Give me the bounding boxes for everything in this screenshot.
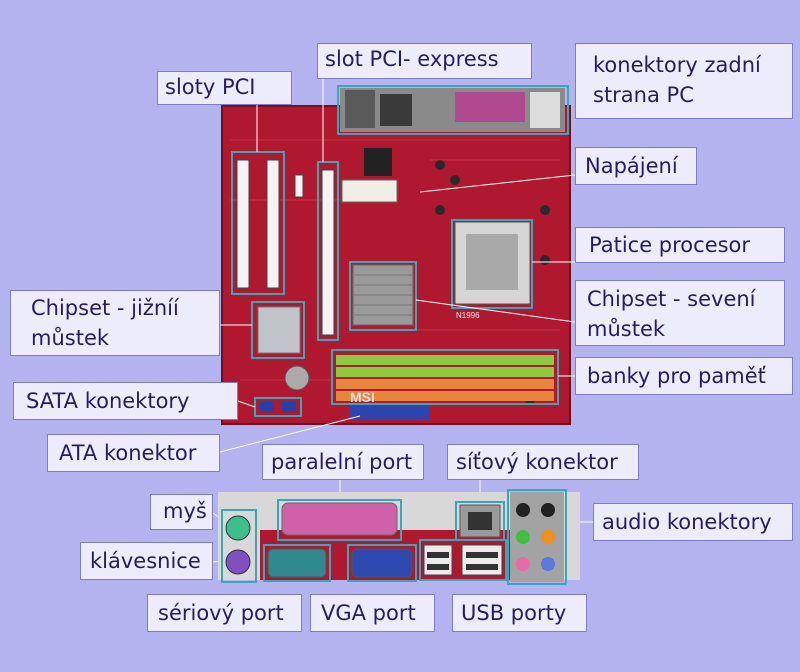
label-sloty-pci: sloty PCI [157,71,292,105]
label-chipset-jizni: Chipset - jižníí můstek [10,290,220,356]
label-text: slot PCI- express [325,47,499,71]
label-text: VGA port [321,601,416,625]
rear-io-panel [218,492,580,582]
label-sata: SATA konektory [13,382,238,420]
label-text: banky pro paměť [587,364,766,388]
label-klavesnice: klávesnice [80,542,213,580]
label-text: paralelní port [271,450,413,474]
label-text: Napájení [585,154,678,178]
board-brand: MSI [350,389,375,405]
label-text: audio konektory [602,510,772,534]
label-text-line2: můstek [587,317,666,341]
label-usb: USB porty [452,594,587,632]
label-napajeni: Napájení [575,147,697,185]
label-ata: ATA konektor [47,434,220,472]
io-highlight-boxes [221,489,567,585]
label-mys: myš [150,494,213,530]
label-vga: VGA port [310,594,435,632]
label-text: USB porty [461,601,567,625]
label-text-line2: strana PC [593,83,694,107]
motherboard [221,88,571,425]
board-chip-code: N1996 [456,311,480,320]
label-chipset-severni: Chipset - sevení můstek [575,280,785,346]
label-banky: banky pro paměť [575,357,793,395]
label-text-line1: Chipset - jižníí [31,296,179,320]
label-text: klávesnice [90,549,201,573]
label-sitovy: síťový konektor [447,444,639,480]
label-text: Patice procesor [589,233,751,257]
label-text-line1: Chipset - sevení [587,287,756,311]
label-text: sloty PCI [165,75,256,99]
label-text: síťový konektor [456,450,618,474]
label-seriovy: sériový port [147,594,302,632]
highlight-boxes [231,85,569,417]
label-konektory-zadni: konektory zadní strana PC [575,43,793,119]
label-text: SATA konektory [26,389,190,413]
label-patice: Patice procesor [575,227,785,263]
label-paralelni: paralelní port [262,444,424,480]
label-text-line2: můstek [31,326,110,350]
label-audio: audio konektory [593,503,793,541]
label-text: sériový port [158,601,284,625]
label-slot-pcie: slot PCI- express [317,43,532,79]
label-text-line1: konektory zadní [593,53,761,77]
label-text: myš [163,499,207,523]
label-text: ATA konektor [59,441,197,465]
